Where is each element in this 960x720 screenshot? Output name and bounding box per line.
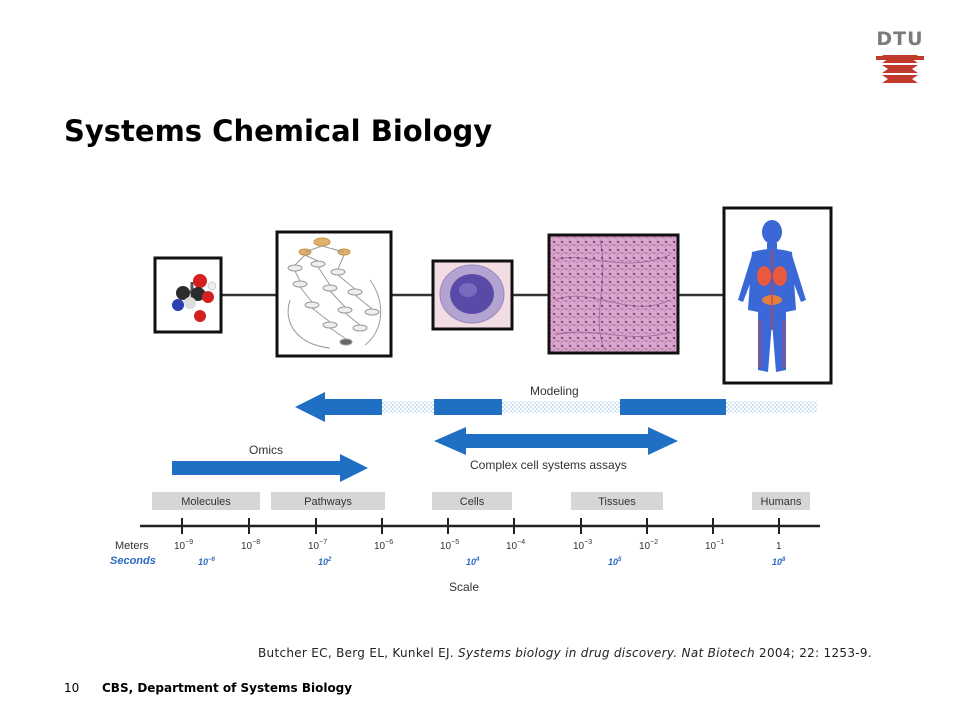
slide-title: Systems Chemical Biology bbox=[64, 114, 493, 148]
category-molecules: Molecules bbox=[181, 496, 231, 508]
seconds-tick-1: 10−6 bbox=[198, 557, 216, 567]
panel-human bbox=[722, 206, 833, 385]
meters-tick-6: 10−4 bbox=[506, 539, 525, 552]
logo-stripes-icon bbox=[876, 55, 924, 83]
panel-tissue bbox=[547, 233, 680, 355]
modeling-arrow bbox=[295, 392, 817, 422]
panel-pathway bbox=[275, 230, 393, 358]
human-body-icon bbox=[738, 220, 806, 372]
dtu-logo: DTU bbox=[876, 28, 924, 86]
omics-arrow bbox=[172, 454, 368, 482]
assays-arrow bbox=[434, 427, 678, 455]
assays-label: Complex cell systems assays bbox=[470, 458, 627, 472]
category-humans: Humans bbox=[761, 496, 802, 508]
category-box-humans bbox=[752, 492, 810, 510]
category-cells: Cells bbox=[460, 496, 485, 508]
tissue-histology-icon bbox=[554, 239, 671, 351]
category-box-tissues bbox=[571, 492, 663, 510]
meters-tick-9: 10−1 bbox=[705, 539, 724, 552]
meters-tick-3: 10−7 bbox=[308, 539, 327, 552]
logo-text: DTU bbox=[876, 28, 924, 50]
meters-tick-1: 10−9 bbox=[174, 539, 193, 552]
seconds-tick-5: 108 bbox=[772, 557, 786, 567]
pathway-network-icon bbox=[287, 237, 382, 349]
meters-tick-5: 10−5 bbox=[440, 539, 459, 552]
meters-tick-8: 10−2 bbox=[639, 539, 658, 552]
citation-authors: Butcher EC, Berg EL, Kunkel EJ. bbox=[258, 646, 459, 660]
scale-ticks bbox=[181, 518, 780, 534]
meters-tick-7: 10−3 bbox=[573, 539, 592, 552]
slide-footer: 10 CBS, Department of Systems Biology bbox=[64, 681, 352, 695]
category-box-pathways bbox=[271, 492, 385, 510]
seconds-tick-4: 105 bbox=[608, 557, 622, 567]
category-pathways: Pathways bbox=[304, 496, 352, 508]
category-tissues: Tissues bbox=[598, 496, 636, 508]
omics-label: Omics bbox=[249, 443, 283, 457]
meters-tick-10: 1 bbox=[776, 541, 782, 552]
citation-article: Systems biology in drug discovery. Nat B… bbox=[458, 646, 755, 660]
citation-details: 2004; 22: 1253-9. bbox=[754, 646, 872, 660]
citation: Butcher EC, Berg EL, Kunkel EJ. Systems … bbox=[258, 646, 872, 660]
scale-label: Scale bbox=[449, 580, 479, 594]
modeling-label: Modeling bbox=[530, 384, 579, 398]
molecule-icon bbox=[172, 274, 217, 322]
seconds-label: Seconds bbox=[110, 555, 156, 567]
category-box-molecules bbox=[152, 492, 260, 510]
footer-organization: CBS, Department of Systems Biology bbox=[102, 681, 353, 695]
meters-tick-2: 10−8 bbox=[241, 539, 260, 552]
category-boxes: Molecules Pathways Cells Tissues Humans bbox=[152, 492, 810, 510]
panel-molecule bbox=[153, 256, 223, 334]
seconds-tick-3: 104 bbox=[466, 557, 480, 567]
meters-tick-4: 10−6 bbox=[374, 539, 393, 552]
meters-label: Meters bbox=[115, 540, 149, 552]
category-box-cells bbox=[432, 492, 512, 510]
cell-micrograph-icon bbox=[439, 264, 505, 324]
seconds-tick-2: 102 bbox=[318, 557, 332, 567]
panel-cell bbox=[431, 259, 514, 331]
page-number: 10 bbox=[64, 681, 80, 695]
